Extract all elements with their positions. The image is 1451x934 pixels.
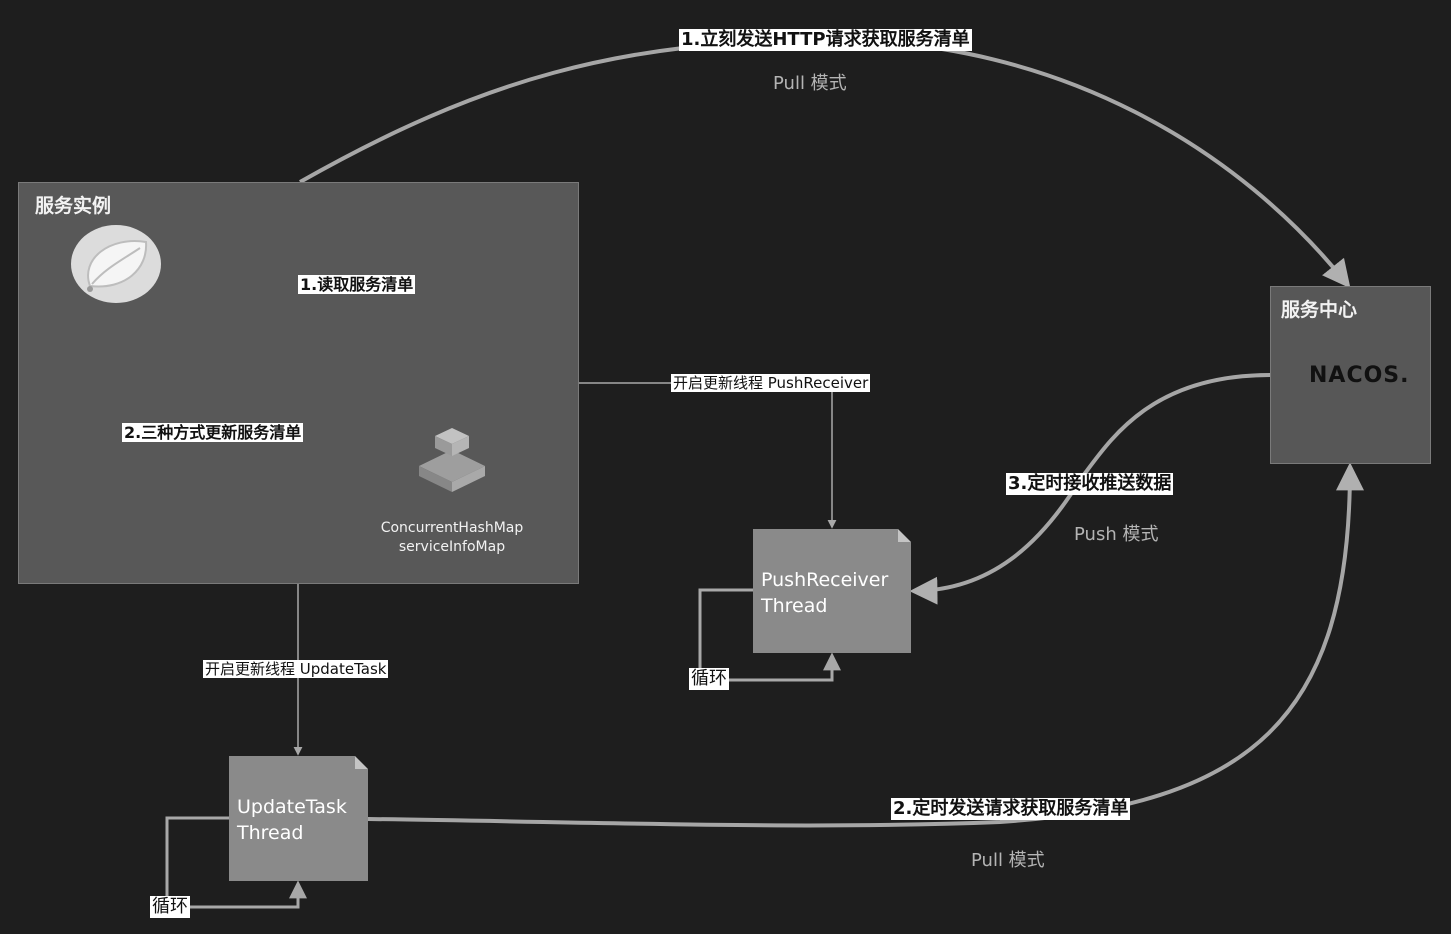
service-center-box: 服务中心 NACOS.: [1270, 286, 1431, 464]
update-thread-label: UpdateTask Thread: [237, 794, 387, 846]
spring-leaf-icon: [71, 225, 161, 303]
map-caption-line2: serviceInfoMap: [398, 539, 506, 555]
push-thread-label: PushReceiver Thread: [761, 567, 911, 619]
map-caption: ConcurrentHashMap serviceInfoMap: [352, 519, 552, 557]
update-loop-label: 循环: [150, 896, 190, 918]
push-thread-line2: Thread: [761, 595, 828, 617]
timed-push-label: 3.定时接收推送数据: [1006, 473, 1174, 495]
start-update-label: 开启更新线程 UpdateTask: [203, 660, 389, 678]
update-thread-line2: Thread: [237, 822, 304, 844]
push-loop-label: 循环: [689, 668, 729, 690]
read-list-label: 1.读取服务清单: [298, 275, 416, 295]
push-thread-line1: PushReceiver: [761, 569, 889, 591]
nacos-logo: NACOS.: [1309, 363, 1410, 388]
push-mode: Push 模式: [1074, 524, 1159, 545]
start-push-connector: [579, 382, 837, 529]
push-receiver-thread: PushReceiver Thread: [753, 529, 911, 653]
update-thread-line1: UpdateTask: [237, 796, 347, 818]
start-push-label: 开启更新线程 PushReceiver: [671, 374, 871, 392]
http-pull-label: 1.立刻发送HTTP请求获取服务清单: [679, 29, 972, 51]
timed-pull-label: 2.定时发送请求获取服务清单: [891, 798, 1131, 820]
service-center-title: 服务中心: [1281, 299, 1358, 321]
service-instance-title: 服务实例: [35, 195, 112, 217]
service-instance-box: 服务实例 ConcurrentHashMap serviceInfoMap: [18, 182, 579, 584]
update-task-thread: UpdateTask Thread: [229, 756, 368, 881]
three-ways-label: 2.三种方式更新服务清单: [122, 423, 304, 443]
cube-stack-icon: [419, 428, 485, 492]
map-caption-line1: ConcurrentHashMap: [380, 520, 524, 536]
pull-mode-bottom: Pull 模式: [971, 850, 1045, 871]
pull-mode-top: Pull 模式: [773, 73, 847, 94]
timed-pull-arrow: [367, 462, 1364, 828]
